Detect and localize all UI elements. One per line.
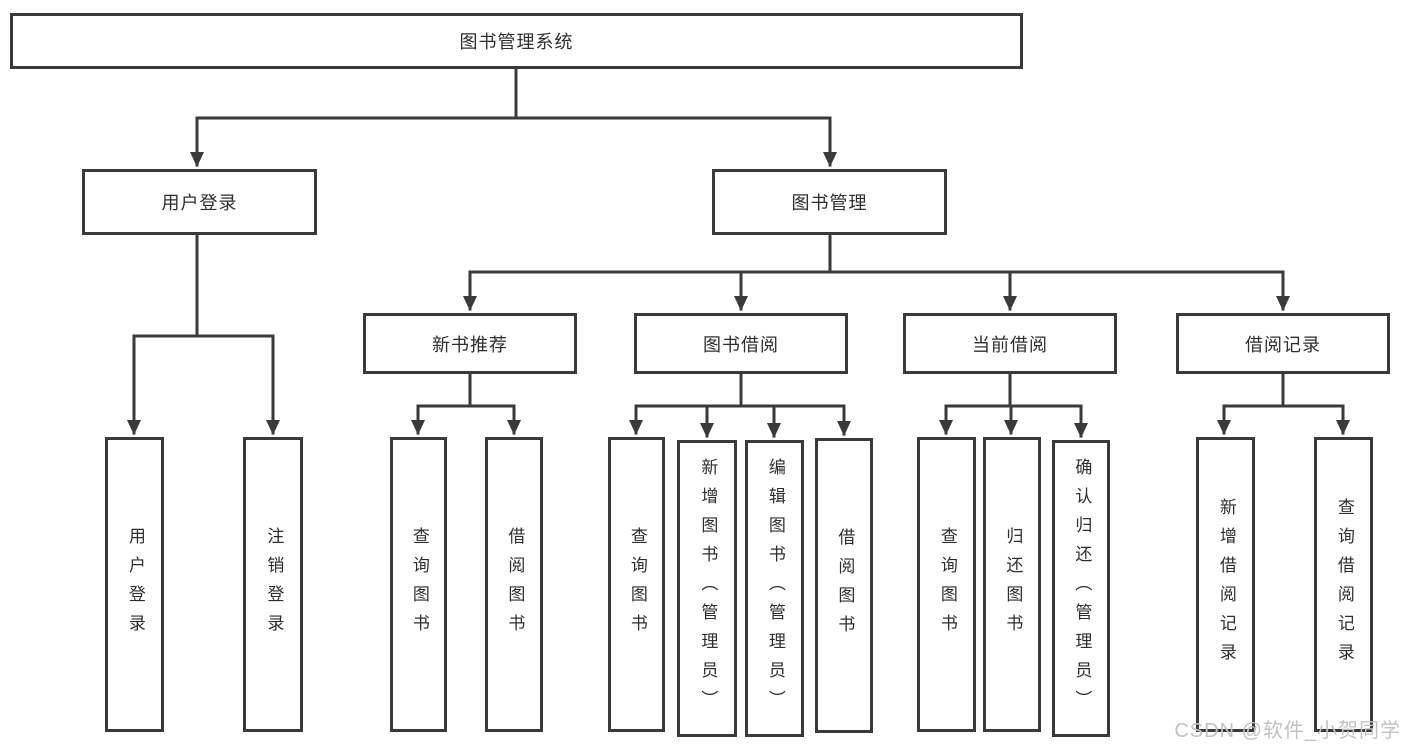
node-query-borrow-record: 查询借阅记录 [1314, 437, 1373, 732]
node-query-books: 查询图书 [390, 437, 447, 732]
node-user-login: 用户登录 [82, 169, 317, 235]
node-edit-book-admin: 编辑图书（管理员） [745, 440, 804, 737]
node-logout: 注销登录 [243, 437, 303, 732]
node-library-management-system: 图书管理系统 [10, 13, 1023, 69]
node-add-borrow-record: 新增借阅记录 [1196, 437, 1255, 732]
node-borrow-books: 借阅图书 [815, 438, 873, 733]
node-current-borrowing: 当前借阅 [903, 313, 1117, 374]
node-return-books: 归还图书 [983, 437, 1041, 732]
node-add-book-admin: 新增图书（管理员） [677, 440, 737, 737]
node-borrow-books: 借阅图书 [485, 437, 543, 732]
node-confirm-return-admin: 确认归还（管理员） [1052, 440, 1110, 737]
node-new-book-recommendation: 新书推荐 [363, 313, 577, 374]
node-book-borrowing: 图书借阅 [634, 313, 848, 374]
node-query-books: 查询图书 [917, 437, 976, 732]
node-user-login-leaf: 用户登录 [105, 437, 164, 732]
node-query-books: 查询图书 [608, 437, 665, 732]
node-book-management: 图书管理 [712, 169, 947, 235]
node-borrowing-records: 借阅记录 [1176, 313, 1390, 374]
watermark-text: CSDN @软件_小贺同学 [1174, 720, 1401, 742]
